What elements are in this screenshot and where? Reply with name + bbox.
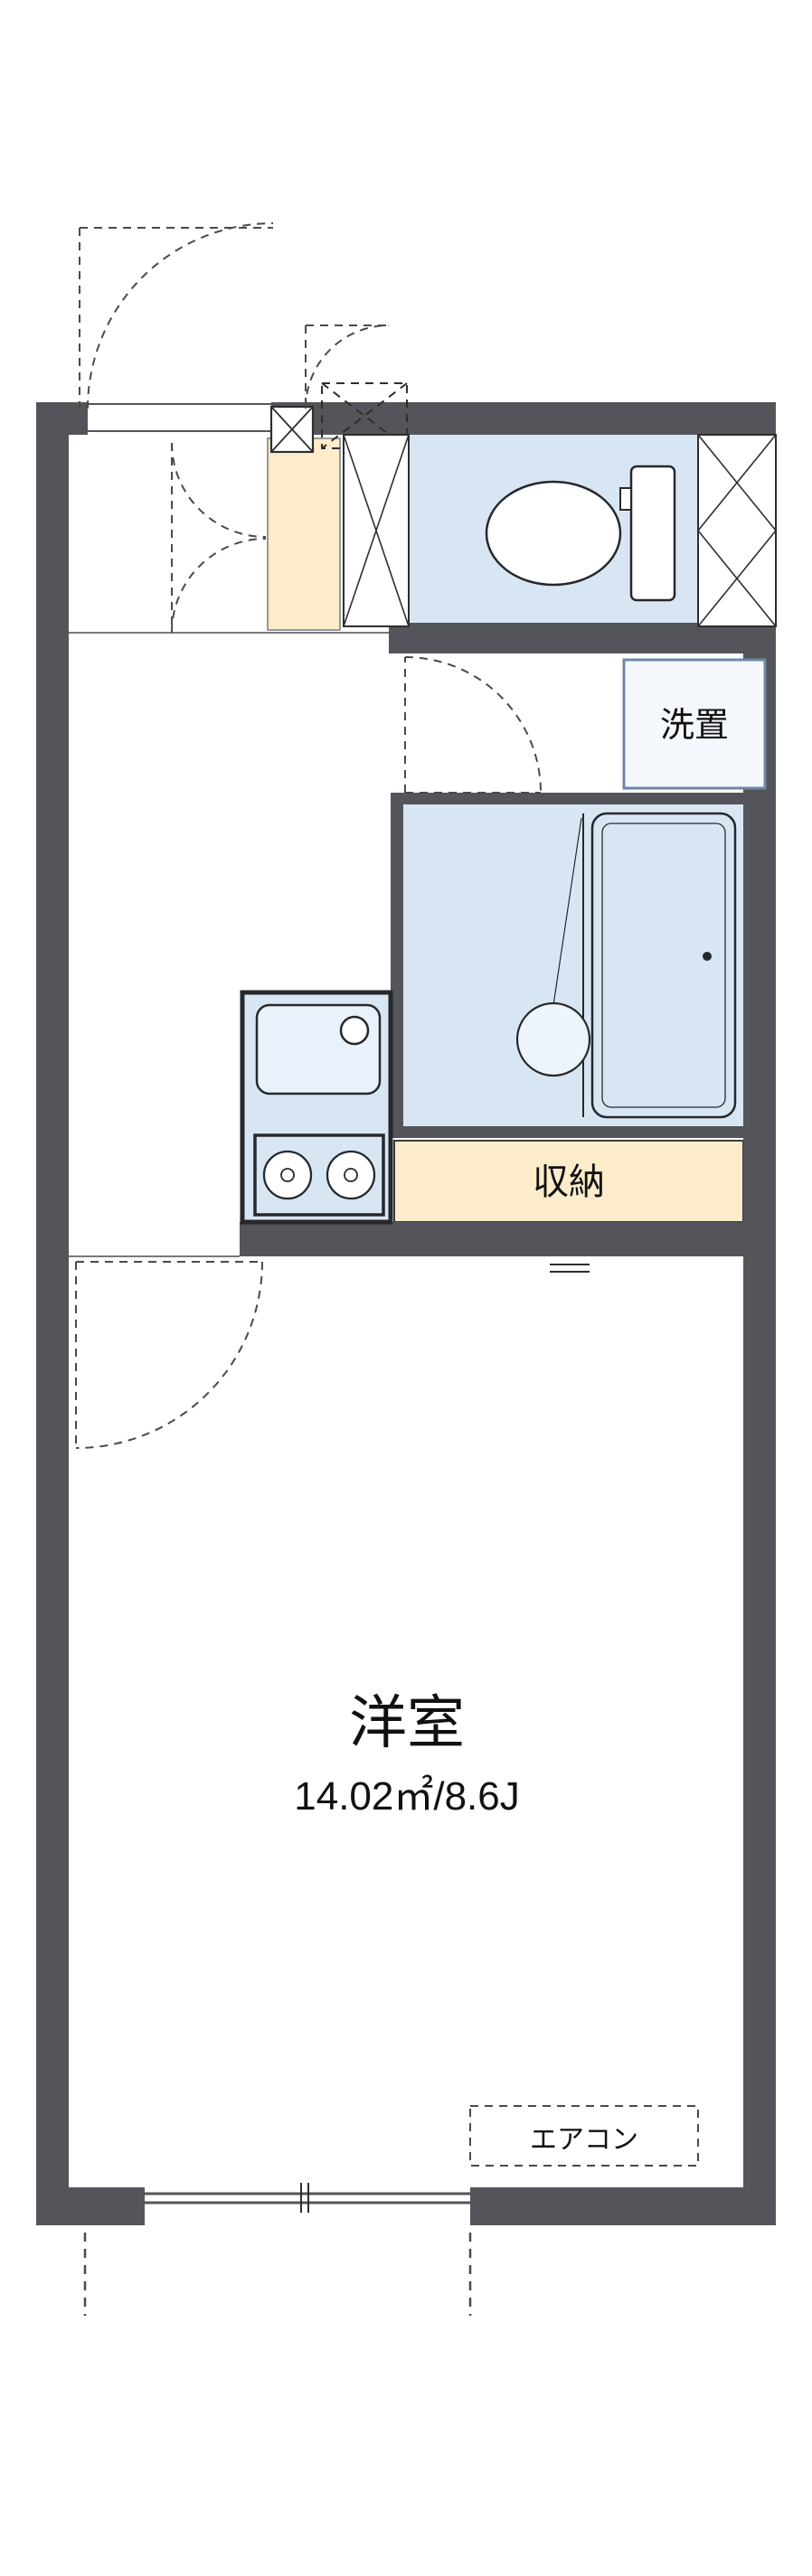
bathtub-outer: [590, 812, 737, 1119]
room-name-label: 洋室: [349, 1690, 465, 1755]
pipe-space-right: [697, 434, 777, 627]
small-door-arc: [305, 324, 390, 409]
stove-burner-left: [262, 1150, 313, 1200]
balcony-dashes: [83, 2233, 472, 2316]
door-swings: [75, 222, 542, 1449]
stove-burner-right: [326, 1150, 376, 1200]
stove-unit: [253, 1133, 385, 1217]
pipe-space-right-x4: [697, 530, 777, 627]
bathtub-inner: [601, 823, 726, 1108]
shoe-cabinet: [267, 437, 341, 631]
storage-label: 収納: [533, 1162, 605, 1202]
fixtures: [240, 465, 767, 1225]
pipe-space-right-x2: [697, 434, 777, 531]
aircon-label: エアコン: [530, 2125, 638, 2155]
stove-burner-right-center: [344, 1168, 358, 1182]
pipe-space-left-x2: [343, 434, 410, 627]
wall-bath-bottom: [391, 1126, 776, 1138]
bath-door-arc: [404, 656, 542, 794]
room-area-label: 14.02㎡/8.6J: [294, 1774, 520, 1819]
toilet-tank: [629, 465, 676, 602]
wall-left: [36, 402, 69, 2225]
bathtub-drain-dot: [703, 952, 712, 961]
wall-top-main: [271, 402, 776, 435]
kitchen-faucet: [339, 1015, 370, 1046]
shaft-dashed-x2: [321, 382, 408, 449]
soft-lines: [69, 632, 389, 1257]
walls: [36, 402, 776, 2225]
wall-bottom-left: [36, 2187, 145, 2225]
wall-under-toilet: [389, 623, 776, 653]
labels: 洗置 収納 洋室 14.02㎡/8.6J エアコン: [294, 707, 729, 2155]
room-door-arc: [75, 1261, 263, 1449]
shaft-boxes: [269, 382, 777, 627]
wall-bottom-right: [470, 2187, 776, 2225]
toilet-flush-handle: [619, 487, 632, 511]
bath-stool-circle: [515, 1001, 591, 1077]
wall-right: [743, 623, 776, 2225]
wall-bath-left: [391, 793, 403, 1138]
stove-burner-left-center: [280, 1168, 295, 1182]
wall-bath-top: [391, 793, 776, 804]
shoe-door-arc-top: [171, 442, 267, 538]
shaft-small-x2: [270, 406, 314, 453]
laundry-label: 洗置: [660, 707, 729, 745]
bathroom: [403, 804, 743, 1126]
tick-marks: [300, 1264, 590, 2213]
wall-under-storage: [240, 1222, 776, 1256]
shoe-door-arc-bottom: [171, 538, 267, 634]
laundry-pan: [622, 658, 767, 790]
toilet-bowl: [485, 480, 622, 587]
bath-door-line: [552, 817, 582, 1006]
